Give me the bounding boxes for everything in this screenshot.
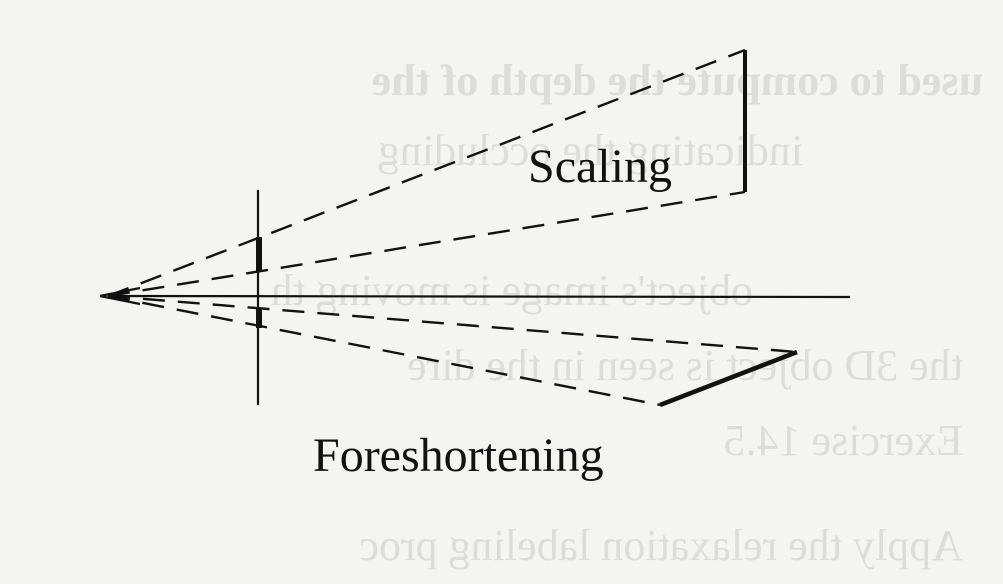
svg-text:object's image is moving th: object's image is moving th xyxy=(271,266,753,315)
foreshortening-object xyxy=(659,349,798,408)
svg-text:Exercise 14.5: Exercise 14.5 xyxy=(724,416,963,465)
svg-text:indicating the occluding: indicating the occluding xyxy=(378,126,803,175)
svg-text:the 3D object is seen in the d: the 3D object is seen in the dire xyxy=(407,341,963,390)
scaling-ray-bottom xyxy=(107,190,746,298)
scaling-label: Scaling xyxy=(528,140,672,193)
scaling-ray-top xyxy=(107,48,746,298)
foreshortening-ray-top xyxy=(107,294,798,354)
optical-axis xyxy=(114,294,851,299)
svg-text:used to compute the depth of t: used to compute the depth of the xyxy=(372,56,983,105)
foreshortening-ray-bottom xyxy=(107,294,661,407)
svg-text:Apply the relaxation labeling: Apply the relaxation labeling proc xyxy=(359,521,963,570)
foreshortening-label: Foreshortening xyxy=(313,429,604,482)
bleed-through-background: used to compute the depth of the indicat… xyxy=(271,56,983,570)
